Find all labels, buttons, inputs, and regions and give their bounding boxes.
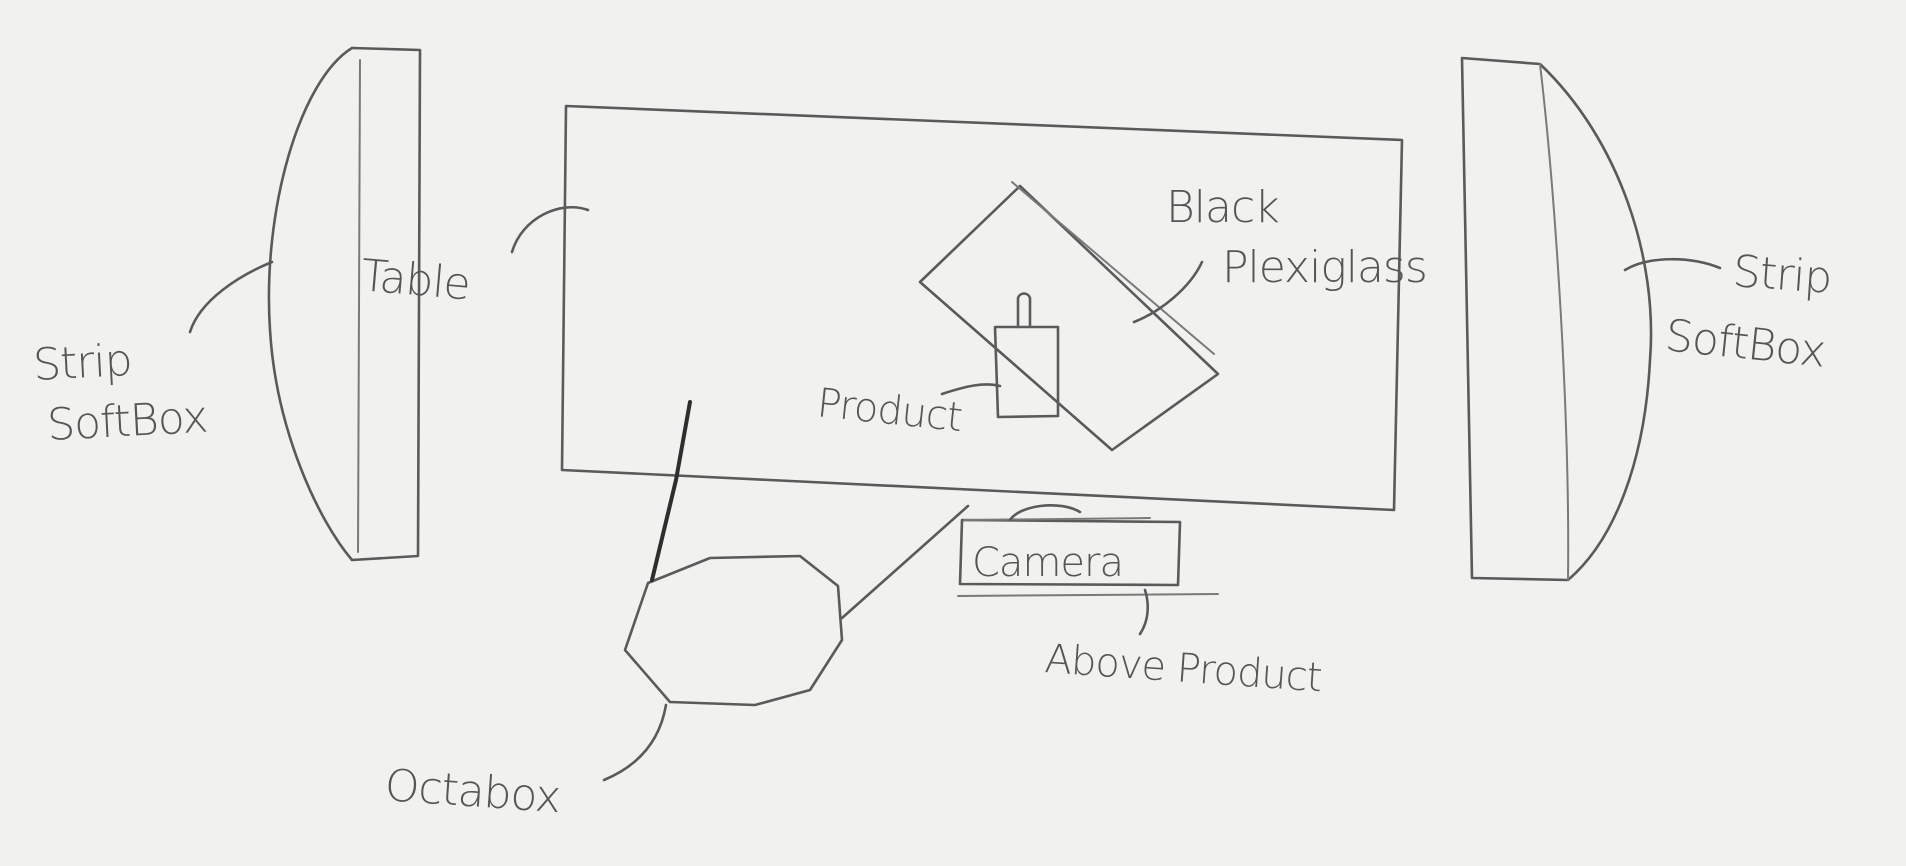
octabox-label: Octabox xyxy=(383,760,562,823)
camera xyxy=(957,504,1219,636)
product xyxy=(940,292,1060,419)
right-softbox-label-line2: SoftBox xyxy=(1663,310,1828,377)
left-softbox-label-line2: SoftBox xyxy=(46,392,209,451)
octabox xyxy=(602,400,970,782)
plexiglass-label-line1: Black xyxy=(1166,182,1279,233)
right-strip-softbox xyxy=(1460,56,1722,582)
right-softbox-label-line1: Strip xyxy=(1731,246,1833,304)
product-label: Product xyxy=(815,380,964,441)
camera-note-label: Above Product xyxy=(1043,636,1323,701)
black-plexiglass xyxy=(918,181,1220,452)
left-softbox-label-line1: Strip xyxy=(32,335,133,391)
table-label: Table xyxy=(359,250,472,310)
plexiglass-label-line2: Plexiglass xyxy=(1222,242,1427,293)
left-strip-softbox xyxy=(188,46,422,562)
table xyxy=(510,104,1404,512)
camera-label: Camera xyxy=(972,540,1123,586)
